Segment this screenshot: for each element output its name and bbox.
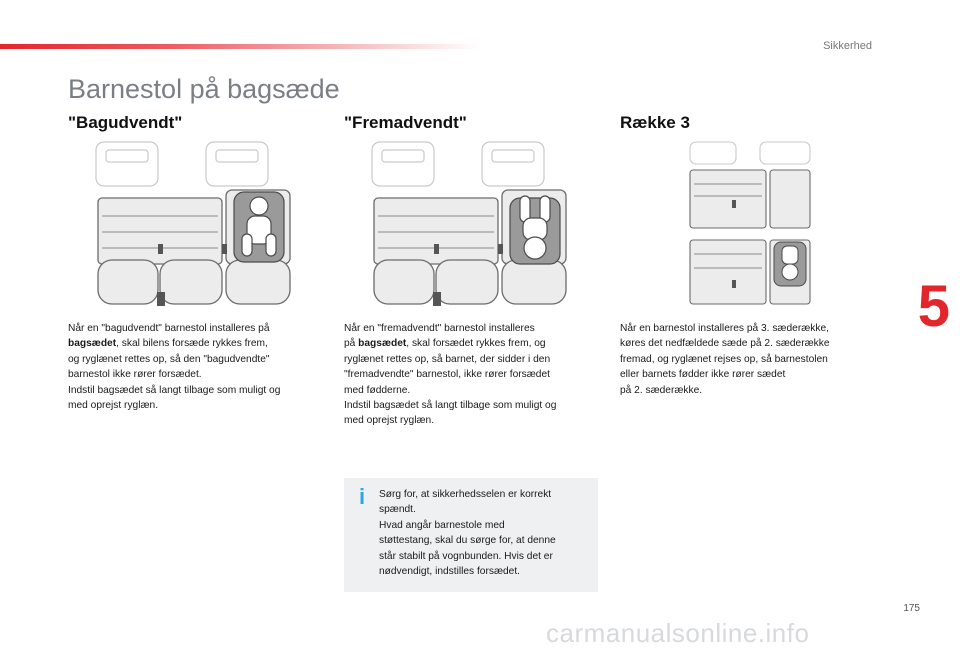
- rearward-text: Når en "bagudvendt" barnestol installere…: [68, 323, 281, 412]
- page-number: 175: [903, 603, 920, 614]
- heading-row3: Række 3: [620, 113, 690, 132]
- watermark: carmanualsonline.info: [546, 618, 810, 648]
- row3-text: Når en barnestol installeres på 3. sæder…: [620, 323, 830, 396]
- rearward-seat-illustration: [95, 141, 291, 306]
- header-accent-bar: [0, 44, 480, 49]
- heading-rearward: "Bagudvendt": [68, 113, 183, 132]
- forward-text: Når en "fremadvendt" barnestol installer…: [344, 323, 557, 427]
- info-box: i Sørg for, at sikkerhedsselen er korrek…: [344, 478, 598, 592]
- page-title: Barnestol på bagsæde: [68, 74, 340, 104]
- chapter-number: 5: [917, 274, 950, 339]
- row3-seat-illustration: [689, 141, 811, 305]
- section-label: Sikkerhed: [823, 40, 872, 52]
- forward-seat-illustration: [371, 141, 567, 306]
- info-icon: i: [358, 484, 366, 509]
- heading-forward: "Fremadvendt": [344, 113, 467, 132]
- info-text: Sørg for, at sikkerhedsselen er korrekt …: [379, 489, 556, 578]
